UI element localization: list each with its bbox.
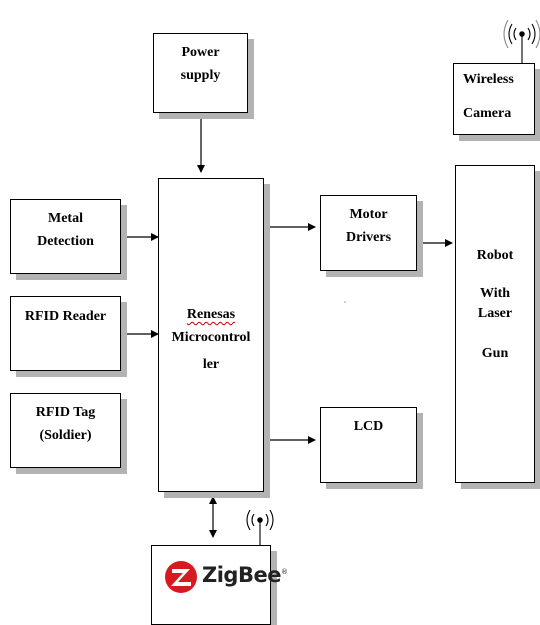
antenna-icon — [246, 509, 274, 545]
rfid-tag-label-line-2: (Soldier) — [39, 428, 92, 443]
wireless-camera-label-line-2: Camera — [463, 106, 512, 121]
microcontroller-block: Renesas Microcontrol ler — [158, 178, 264, 492]
power-supply-label-line-2: supply — [180, 68, 221, 83]
robot-label-line-3: Laser — [477, 306, 513, 321]
robot-block: Robot With Laser Gun — [455, 165, 535, 483]
microcontroller-label-line-1: Renesas — [159, 305, 263, 325]
microcontroller-label-line-3: ler — [202, 357, 220, 372]
metal-detection-label-line-1: Metal — [48, 211, 83, 226]
rfid-tag-label-line-1: RFID Tag — [35, 405, 96, 420]
antenna-icon — [503, 19, 540, 63]
lcd-block: LCD — [320, 407, 417, 483]
power-supply-label-line-1: Power — [181, 45, 220, 60]
zigbee-trademark: ® — [280, 568, 288, 576]
zigbee-label: ZigBee — [202, 563, 281, 587]
stray-dot — [344, 301, 346, 303]
rfid-reader-block: RFID Reader — [10, 296, 121, 371]
rfid-reader-label: RFID Reader — [24, 309, 107, 324]
microcontroller-label-line-2: Microcontrol — [171, 330, 251, 345]
motor-drivers-label-line-1: Motor — [349, 207, 388, 222]
zigbee-block: ZigBee® — [151, 545, 288, 625]
metal-detection-label-line-2: Detection — [37, 234, 94, 249]
robot-label-line-2: With — [479, 286, 511, 301]
robot-label-line-4: Gun — [481, 346, 509, 361]
wireless-camera-block: Wireless Camera — [453, 63, 535, 135]
motor-drivers-label-line-2: Drivers — [345, 230, 392, 245]
wireless-camera-label-line-1: Wireless — [463, 72, 514, 87]
robot-label-line-1: Robot — [476, 248, 514, 263]
metal-detection-block: Metal Detection — [10, 199, 121, 274]
microcontroller-name: Renesas — [186, 307, 236, 322]
zigbee-wordmark: ZigBee® — [202, 562, 288, 587]
rfid-tag-block: RFID Tag (Soldier) — [10, 393, 121, 468]
power-supply-block: Power supply — [153, 33, 248, 113]
motor-drivers-block: Motor Drivers — [320, 195, 417, 271]
lcd-label: LCD — [353, 419, 384, 434]
zigbee-logo-icon — [165, 561, 197, 593]
